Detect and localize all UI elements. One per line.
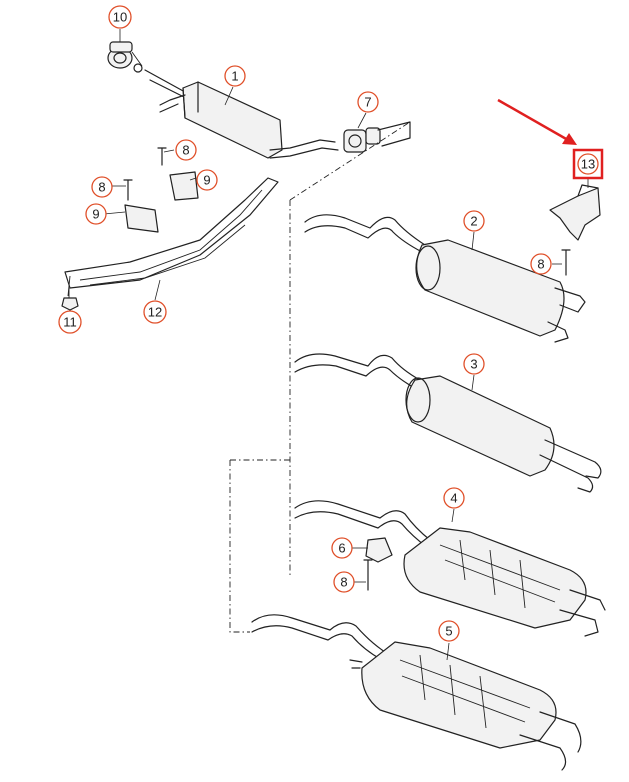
callout-number: 2 [470,214,477,229]
callout-13-highlighted[interactable]: 13 [572,148,604,180]
callout-8[interactable]: 8 [333,571,355,593]
callout-5[interactable]: 5 [438,620,460,642]
highlight-box [572,148,604,180]
callout-number: 8 [98,180,105,195]
callout-number: 1 [231,69,238,84]
callout-number: 4 [450,491,457,506]
callout-8[interactable]: 8 [530,253,552,275]
callout-number: 3 [470,357,477,372]
front-pipe-assembly [61,41,411,311]
callout-8[interactable]: 8 [175,139,197,161]
callout-number: 8 [340,575,347,590]
callout-number: 10 [113,10,127,25]
bracket-assembly [549,184,601,276]
callout-number: 5 [445,624,452,639]
rear-muffler-4 [294,500,606,637]
callout-number: 9 [92,207,99,222]
callout-number: 11 [63,315,77,330]
callout-8[interactable]: 8 [91,176,113,198]
rear-muffler-5 [251,614,582,771]
callout-4[interactable]: 4 [443,487,465,509]
callout-number: 7 [364,95,371,110]
callout-number: 13 [581,157,595,172]
callout-9[interactable]: 9 [85,203,107,225]
callout-12[interactable]: 12 [143,300,167,324]
assembly-boundary-upper [289,121,411,575]
flange-clamp [107,41,143,73]
assembly-boundary-lower [229,459,290,633]
callout-number: 9 [203,173,210,188]
callout-7[interactable]: 7 [357,91,379,113]
callout-number: 8 [182,143,189,158]
callout-3[interactable]: 3 [463,353,485,375]
rear-muffler-3 [294,353,602,493]
callout-2[interactable]: 2 [463,210,485,232]
pipe-clamp [343,127,381,153]
callout-6[interactable]: 6 [331,537,353,559]
callout-number: 12 [148,305,162,320]
callout-10[interactable]: 10 [108,5,132,29]
callout-number: 8 [537,257,544,272]
callout-9[interactable]: 9 [196,169,218,191]
callout-1[interactable]: 1 [224,65,246,87]
highlight-arrow [497,98,577,145]
callout-number: 6 [338,541,345,556]
leader-lines [69,29,589,661]
callout-11[interactable]: 11 [58,310,82,334]
rear-muffler-2 [304,214,586,343]
